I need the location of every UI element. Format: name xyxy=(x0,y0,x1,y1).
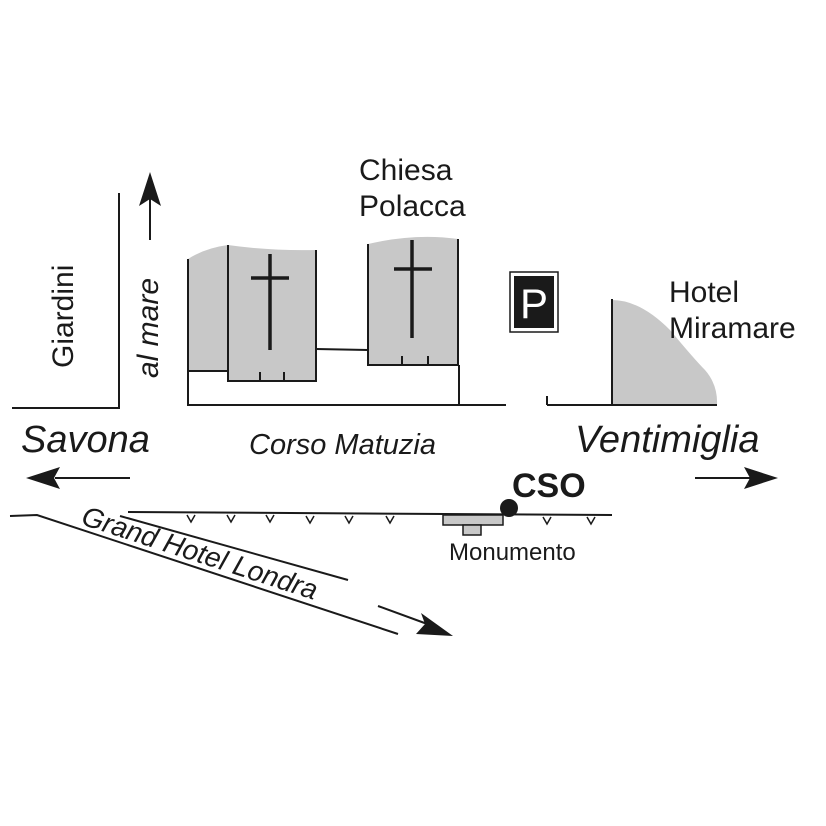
parking-label: P xyxy=(520,280,548,327)
al-mare-arrow-icon xyxy=(139,172,161,240)
parking-sign-icon: P xyxy=(509,271,559,333)
savona-label: Savona xyxy=(21,419,150,461)
cso-label: CSO xyxy=(512,467,586,505)
londra-road xyxy=(9,513,453,636)
hotel-miramare-building xyxy=(546,299,718,406)
church-block xyxy=(187,236,506,406)
cross-icon xyxy=(251,254,289,350)
hotel-miramare-label-line1: Hotel xyxy=(669,276,739,309)
chiesa-label-line2: Polacca xyxy=(359,190,466,223)
al-mare-label: al mare xyxy=(132,278,165,378)
cross-icon xyxy=(394,240,432,338)
monumento-icon xyxy=(442,514,504,536)
chiesa-label-line1: Chiesa xyxy=(359,154,453,187)
monumento-label: Monumento xyxy=(449,539,576,566)
ventimiglia-arrow-icon xyxy=(695,467,778,489)
railway-line xyxy=(127,511,613,526)
church-building-left xyxy=(188,245,316,381)
londra-arrow-icon xyxy=(416,613,453,636)
savona-arrow-icon xyxy=(26,467,130,489)
grand-hotel-londra-label: Grand Hotel Londra xyxy=(78,500,321,605)
ventimiglia-label: Ventimiglia xyxy=(575,419,759,461)
location-dot-icon xyxy=(500,499,518,517)
giardini-boundary xyxy=(12,193,120,409)
hotel-miramare-label-line2: Miramare xyxy=(669,312,796,345)
giardini-label: Giardini xyxy=(47,265,80,368)
corso-matuzia-label: Corso Matuzia xyxy=(249,429,436,461)
